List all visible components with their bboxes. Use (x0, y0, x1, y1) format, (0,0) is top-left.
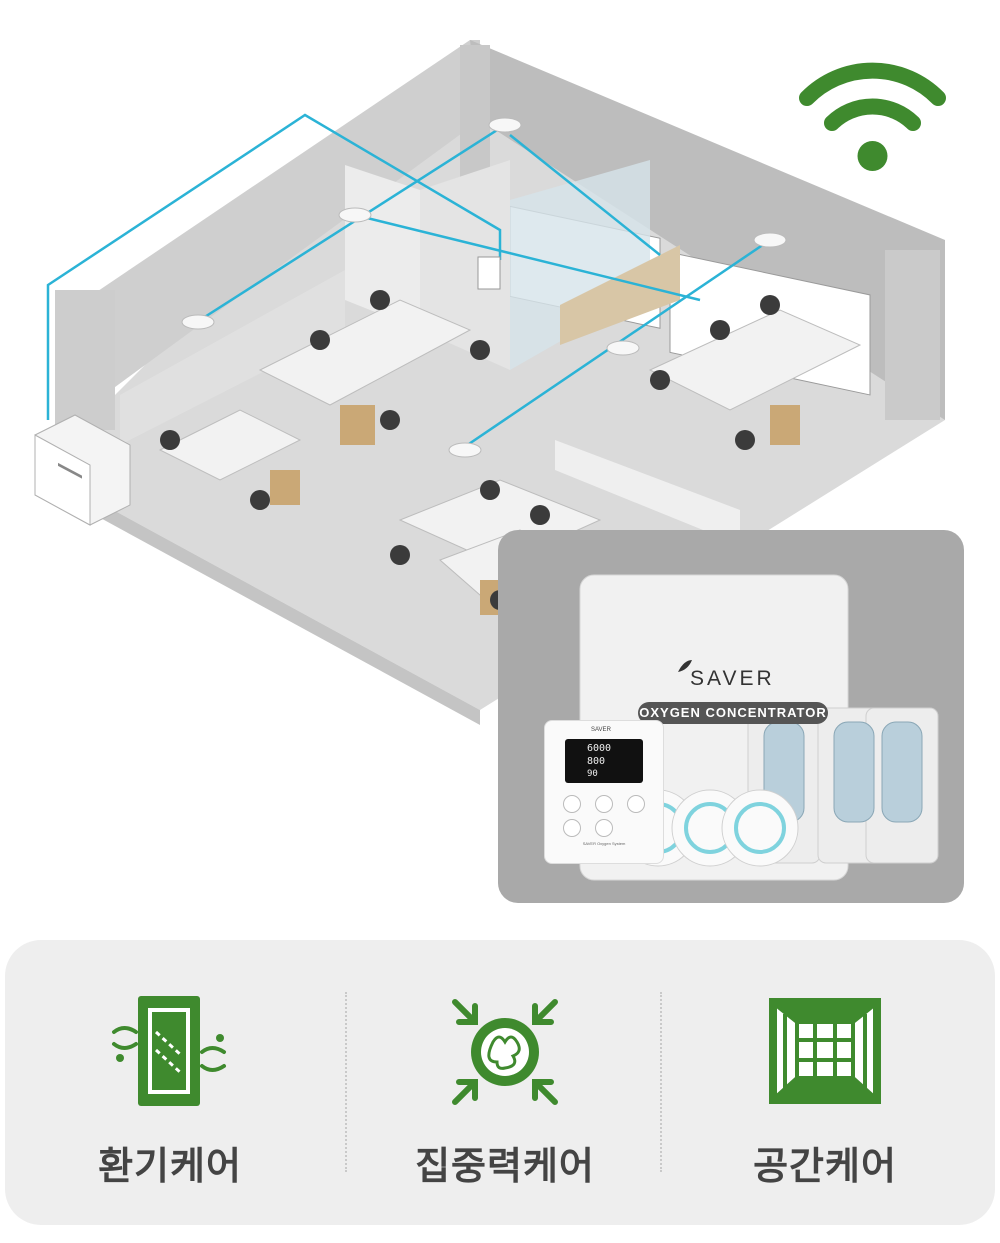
product-lineup-panel: SAVER OXYGEN CONCENTRATOR SAVER 6000 800… (498, 530, 964, 903)
display-readout-1: 6000 (587, 743, 612, 754)
wall-controller: SAVER 6000 800 90 SAVER Oxygen System (544, 720, 664, 864)
display-readout-3: 90 (587, 769, 598, 779)
controller-button-light (595, 819, 613, 837)
controller-caption: SAVER Oxygen System (582, 841, 626, 846)
feature-section: 환기케어 집중력케어 (5, 940, 995, 1225)
brain-focus-icon (445, 992, 565, 1112)
feature-ventilation-label: 환기케어 (98, 1144, 242, 1188)
feature-focus: 집중력케어 (340, 940, 670, 1225)
controller-button-power (563, 795, 581, 813)
wifi-icon (795, 60, 950, 175)
room-space-icon (765, 992, 885, 1112)
feature-space: 공간케어 (660, 940, 990, 1225)
ventilation-window-icon (110, 992, 230, 1112)
feature-ventilation: 환기케어 (5, 940, 335, 1225)
feature-space-label: 공간케어 (753, 1144, 897, 1188)
controller-button-timer (563, 819, 581, 837)
controller-display: 6000 800 90 (565, 739, 643, 783)
controller-button-mode (627, 795, 645, 813)
product-devices (579, 574, 939, 881)
display-readout-2: 800 (587, 756, 606, 767)
feature-divider (660, 992, 662, 1172)
feature-focus-label: 집중력케어 (415, 1144, 595, 1188)
brand-logo-text: SAVER (690, 667, 775, 690)
controller-brand: SAVER (591, 727, 611, 733)
feature-divider (345, 992, 347, 1172)
controller-button-o2 (595, 795, 613, 813)
concentrator-label: OXYGEN CONCENTRATOR (638, 702, 828, 724)
